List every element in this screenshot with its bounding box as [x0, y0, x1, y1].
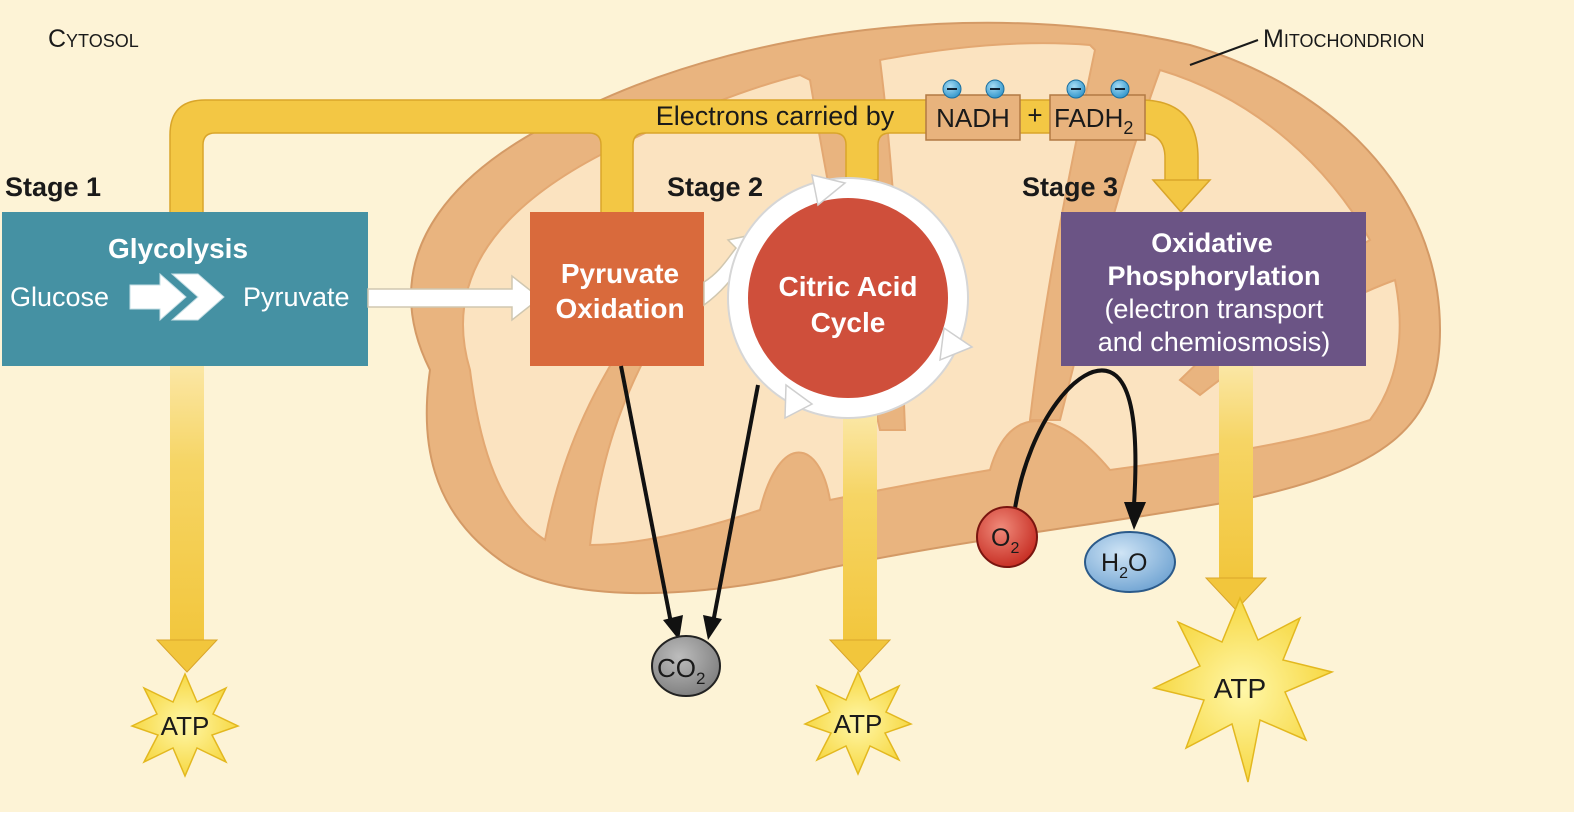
atp-flow-stage3 — [1204, 365, 1268, 611]
fadh2-box — [1049, 94, 1146, 141]
pyruvate-label: Pyruvate — [243, 282, 350, 312]
citric-acid-cycle-line2: Cycle — [811, 307, 886, 338]
double-chevron-arrow-icon — [129, 272, 225, 322]
electron-icon — [1110, 79, 1130, 99]
plus-sign: + — [1027, 100, 1042, 130]
h2o-label: H2O — [1101, 549, 1147, 582]
oxphos-line4: and chemiosmosis) — [1098, 327, 1331, 357]
mitochondrion-leader-line — [1189, 39, 1259, 66]
nadh-label: NADH — [936, 103, 1010, 133]
electron-flow-arrowhead — [1151, 179, 1212, 214]
citric-acid-cycle — [727, 173, 974, 420]
co2-label: CO2 — [657, 653, 705, 688]
stage-1-label: Stage 1 — [5, 172, 101, 202]
electron-icon — [985, 79, 1005, 99]
oxidative-phosphorylation-box — [1061, 212, 1366, 366]
oxphos-line2: Phosphorylation — [1107, 261, 1320, 291]
cycle-arrowhead — [939, 326, 974, 362]
atp-label-stage3: ATP — [1214, 673, 1266, 704]
mitochondrion-label: Mitochondrion — [1263, 25, 1425, 53]
water-arrowhead — [1124, 502, 1146, 530]
citric-acid-cycle-line1: Citric Acid — [779, 271, 918, 302]
cytosol-label: Cytosol — [48, 25, 139, 53]
fadh2-label: FADH2 — [1054, 103, 1133, 138]
water-molecule: H2O — [1084, 531, 1176, 593]
electron-icon — [942, 79, 962, 99]
glycolysis-title: Glycolysis — [108, 233, 248, 264]
oxygen-molecule: O2 — [976, 506, 1038, 568]
pyruvate-oxidation-box — [530, 212, 704, 366]
atp-star-stage3: ATP — [1151, 596, 1335, 783]
atp-label-stage2: ATP — [834, 709, 883, 739]
atp-flow-stage2 — [828, 415, 892, 673]
pyruvate-oxidation-line2: Oxidation — [555, 293, 684, 324]
atp-flow-stage1 — [155, 365, 219, 673]
cycle-arrowhead — [784, 383, 814, 420]
glycolysis-box — [2, 212, 368, 366]
atp-label-stage1: ATP — [161, 711, 210, 741]
oxphos-line3: (electron transport — [1104, 294, 1324, 324]
co2-release-arrows — [619, 365, 760, 640]
stage-3-label: Stage 3 — [1022, 172, 1118, 202]
co2-molecule: CO2 — [651, 635, 721, 697]
oxygen-to-water-arrow — [1013, 368, 1138, 509]
glucose-label: Glucose — [10, 282, 109, 312]
nadh-box — [925, 94, 1021, 141]
oxphos-line1: Oxidative — [1151, 228, 1273, 258]
o2-label: O2 — [991, 524, 1019, 557]
atp-star-stage1: ATP — [130, 672, 240, 778]
electron-icon — [1066, 79, 1086, 99]
cycle-arrowhead — [811, 173, 847, 207]
electrons-carried-by-label: Electrons carried by — [656, 101, 895, 131]
stage-2-label: Stage 2 — [667, 172, 763, 202]
pyruvate-transfer-arrow — [367, 274, 542, 322]
atp-star-stage2: ATP — [803, 670, 913, 776]
pyruvate-oxidation-line1: Pyruvate — [561, 258, 679, 289]
